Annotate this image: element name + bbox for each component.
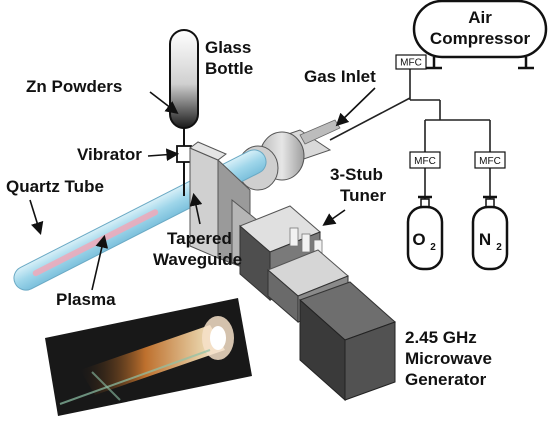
plasma-glow (32, 209, 159, 277)
zn-powders-label: Zn Powders (26, 77, 122, 96)
nitrogen-cylinder: N 2 (471, 195, 509, 271)
air-compressor-label-line1: Air (468, 8, 492, 27)
mfc-label: MFC (479, 156, 501, 167)
plasma-photo (45, 298, 252, 416)
generator-label-line1: 2.45 GHz (405, 328, 477, 347)
three-stub-label-line1: 3-Stub (330, 165, 383, 184)
three-stub-label-line2: Tuner (340, 186, 386, 205)
generator-label-line2: Microwave (405, 349, 492, 368)
mfc-label: MFC (400, 58, 422, 69)
generator-label-line3: Generator (405, 370, 487, 389)
gas-inlet-label: Gas Inlet (304, 67, 376, 86)
mfc-compressor: MFC (395, 54, 427, 70)
mfc-oxygen: MFC (409, 151, 441, 169)
air-compressor: Air Compressor (412, 0, 548, 70)
glass-bottle-label-line2: Bottle (205, 59, 253, 78)
vibrator (176, 145, 192, 163)
pointer-arrows (29, 87, 376, 291)
n2-label: N (479, 230, 491, 249)
o2-subscript: 2 (430, 242, 436, 253)
mfc-label: MFC (414, 156, 436, 167)
tapered-waveguide-label-line1: Tapered (167, 229, 232, 248)
microwave-generator (299, 281, 396, 402)
vibrator-label: Vibrator (77, 145, 142, 164)
air-compressor-label-line2: Compressor (430, 29, 531, 48)
n2-subscript: 2 (496, 242, 502, 253)
quartz-tube-label: Quartz Tube (6, 177, 104, 196)
glass-bottle-label-line1: Glass (205, 38, 251, 57)
o2-label: O (412, 230, 425, 249)
mfc-nitrogen: MFC (474, 151, 506, 169)
gas-lines (329, 58, 491, 200)
plasma-label: Plasma (56, 290, 116, 309)
tapered-waveguide-label-line2: Waveguide (153, 250, 242, 269)
oxygen-cylinder: O 2 (406, 195, 444, 271)
